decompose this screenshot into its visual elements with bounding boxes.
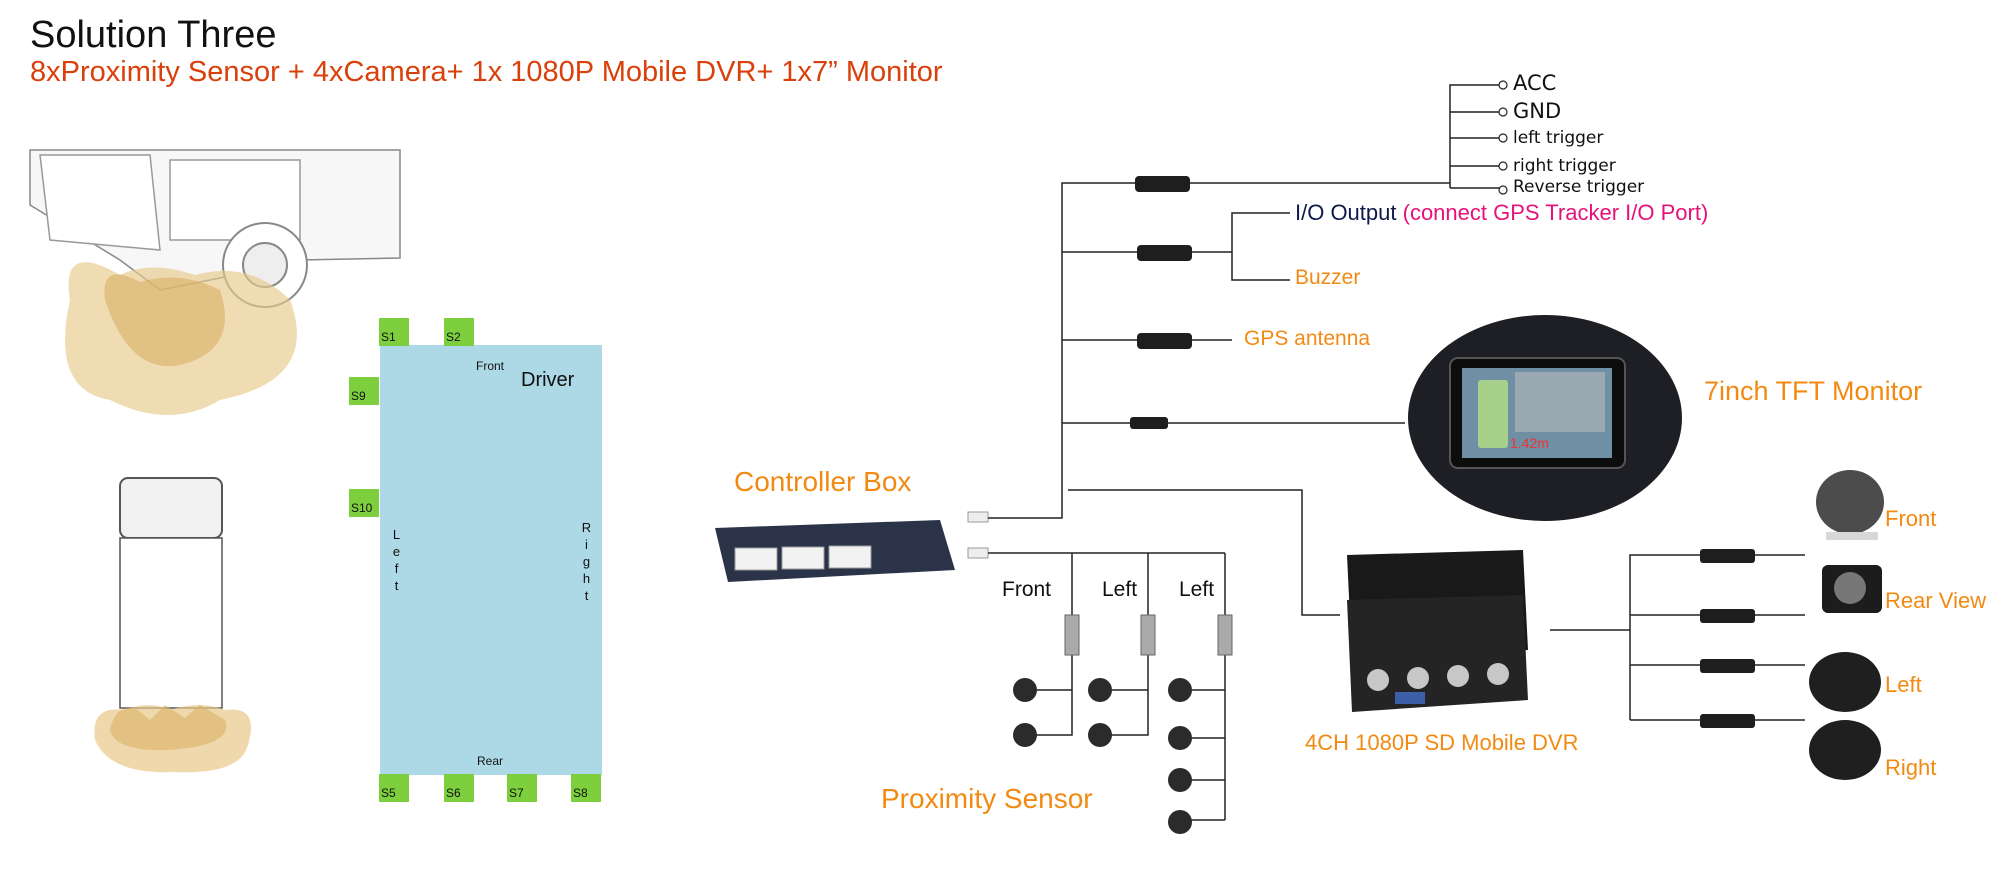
- rear-sensor-illustration: [94, 477, 252, 773]
- monitor-screen-reading: 1.42m: [1510, 435, 1549, 451]
- sensor-group-left2-label: Left: [1179, 578, 1215, 601]
- sensor-tag-s7: S7: [507, 774, 537, 802]
- camera-right-label: Right: [1885, 755, 1937, 780]
- dvr-illustration: [1347, 550, 1528, 712]
- dvr-label: 4CH 1080P SD Mobile DVR: [1305, 730, 1579, 755]
- left-trigger-label: left trigger: [1513, 128, 1604, 148]
- proximity-sensor-label: Proximity Sensor: [881, 783, 1093, 814]
- reverse-trigger-label: Reverse trigger: [1513, 177, 1645, 197]
- sensor-tag-s10: S10: [349, 489, 379, 517]
- car-right-label: Right: [579, 520, 594, 605]
- acc-label: ACC: [1513, 71, 1557, 95]
- io-terminals: [1498, 80, 1508, 195]
- controller-box-label: Controller Box: [734, 466, 912, 497]
- right-trigger-label: right trigger: [1513, 156, 1616, 176]
- car-front-label: Front: [476, 359, 505, 373]
- buzzer-label: Buzzer: [1295, 266, 1361, 289]
- sensor-tag-s5: S5: [379, 774, 409, 802]
- camera-front-label: Front: [1885, 506, 1937, 531]
- sensor-tag-s9: S9: [349, 377, 379, 405]
- car-outline: [380, 345, 602, 775]
- sensor-tag-s8: S8: [571, 774, 601, 802]
- gps-antenna-label: GPS antenna: [1244, 327, 1371, 350]
- gnd-label: GND: [1513, 99, 1562, 123]
- sensor-group-front-label: Front: [1002, 578, 1052, 601]
- sensor-tag-s2: S2: [444, 318, 474, 346]
- car-left-label: Left: [389, 527, 404, 595]
- page-title: Solution Three: [30, 14, 277, 56]
- cameras: [1809, 470, 1884, 780]
- camera-rear-label: Rear View: [1885, 588, 1987, 613]
- wires: [988, 84, 1805, 821]
- sensor-tag-s1: S1: [379, 318, 409, 346]
- driver-label: Driver: [521, 369, 575, 391]
- sensor-group-left1-label: Left: [1102, 578, 1138, 601]
- sensor-tag-s6: S6: [444, 774, 474, 802]
- monitor-illustration: [1408, 315, 1682, 521]
- connectors: [1130, 176, 1755, 728]
- page-subtitle: 8xProximity Sensor + 4xCamera+ 1x 1080P …: [30, 56, 943, 88]
- monitor-label: 7inch TFT Monitor: [1704, 376, 1923, 406]
- controller-box-illustration: [715, 511, 989, 582]
- camera-left-label: Left: [1885, 672, 1922, 697]
- proximity-sensors: [1013, 614, 1233, 834]
- io-output-label: I/O Output (connect GPS Tracker I/O Port…: [1295, 200, 1709, 225]
- truck-illustration: [29, 149, 401, 415]
- car-rear-label: Rear: [477, 754, 504, 768]
